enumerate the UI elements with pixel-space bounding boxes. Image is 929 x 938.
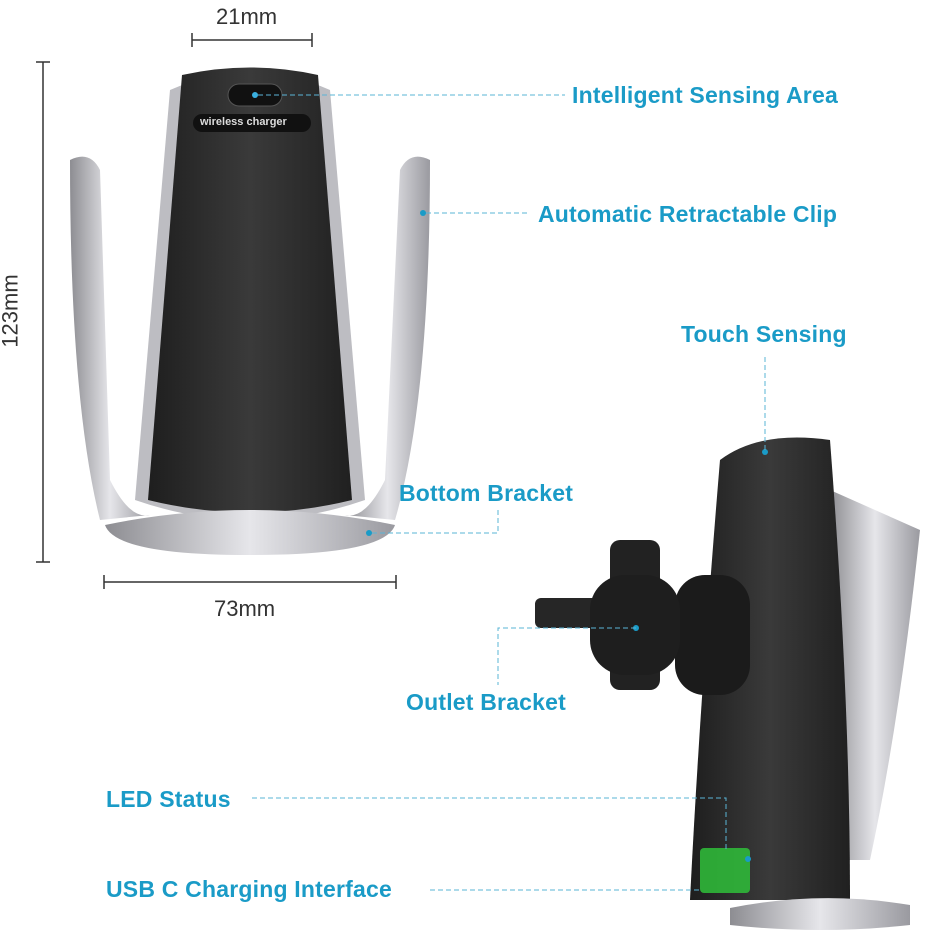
front-view-charger (70, 67, 430, 555)
label-outlet-bracket: Outlet Bracket (406, 689, 567, 715)
wireless-charger-badge: wireless charger (200, 116, 287, 128)
label-touch-sensing: Touch Sensing (681, 321, 847, 347)
leader-lines (252, 94, 766, 891)
label-intelligent-sensing-area: Intelligent Sensing Area (572, 82, 838, 108)
label-bottom-bracket: Bottom Bracket (399, 480, 574, 506)
dimension-height: 123mm (0, 274, 23, 348)
label-automatic-retractable-clip: Automatic Retractable Clip (538, 201, 838, 227)
dimension-bottom-width: 73mm (214, 596, 276, 621)
side-view-charger (535, 437, 920, 930)
label-led-status: LED Status (106, 786, 231, 812)
label-usb-c-charging-interface: USB C Charging Interface (106, 876, 392, 902)
dimension-lines (36, 33, 397, 589)
dimension-top-width: 21mm (216, 4, 278, 29)
